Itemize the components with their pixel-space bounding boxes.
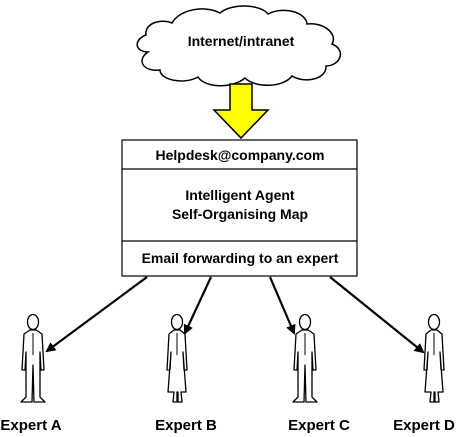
expert-b: Expert B: [155, 313, 217, 434]
forwarding-label: Email forwarding to an expert: [142, 250, 339, 266]
man-figure-icon: [20, 329, 46, 403]
helpdesk-email-label: Helpdesk@company.com: [156, 147, 325, 163]
expert-label: Expert A: [0, 417, 61, 434]
internet-cloud: Internet/intranet: [136, 5, 342, 87]
expert-label: Expert B: [155, 417, 217, 434]
woman-figure-icon: [166, 329, 188, 403]
expert-head: [298, 313, 312, 331]
expert-a: Expert A: [0, 313, 62, 434]
expert-label: Expert C: [288, 417, 350, 434]
system-box-outline: [121, 139, 358, 277]
cloud-label: Internet/intranet: [188, 33, 295, 49]
arrow-to-expert-a: [45, 276, 148, 353]
cloud-shape: [136, 5, 342, 87]
arrow-to-expert-c: [268, 276, 296, 335]
expert-head: [427, 313, 441, 331]
expert-head: [26, 313, 40, 331]
som-label: Self-Organising Map: [172, 206, 308, 222]
woman-figure-icon: [423, 329, 445, 403]
expert-d: Expert D: [393, 313, 455, 434]
man-figure-icon: [292, 329, 318, 403]
arrow-to-expert-d: [329, 276, 425, 354]
agent-label: Intelligent Agent: [185, 187, 294, 203]
experts-layer: Expert A Expert B Expert C Expert D: [0, 313, 455, 434]
expert-c: Expert C: [288, 313, 350, 434]
helpdesk-system-box: Helpdesk@company.com Intelligent Agent S…: [121, 139, 358, 277]
arrow-to-expert-b: [183, 276, 212, 335]
expert-label: Expert D: [393, 417, 455, 434]
inbound-arrow: [212, 83, 270, 140]
expert-head: [170, 313, 184, 331]
